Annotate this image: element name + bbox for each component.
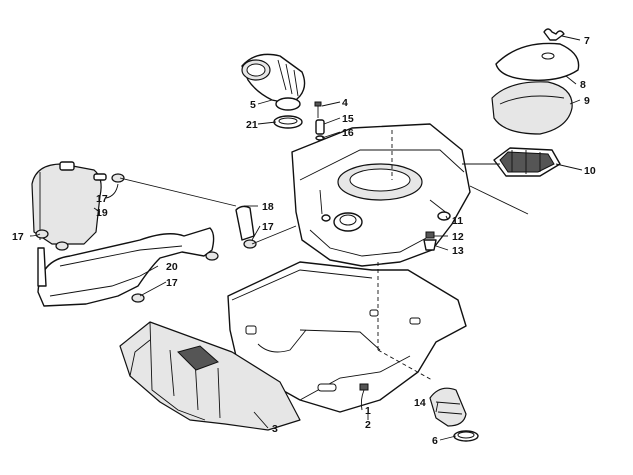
callout-18: 18 <box>262 201 274 213</box>
callout-17-c: 17 <box>262 221 274 233</box>
side-shield <box>119 321 301 431</box>
callout-13: 13 <box>452 245 464 257</box>
air-box <box>291 123 471 267</box>
callout-12: 12 <box>452 231 464 243</box>
callout-17-d: 17 <box>166 277 178 289</box>
filter-cover <box>495 42 580 81</box>
reservoir <box>31 161 107 245</box>
screw-2 <box>359 383 369 391</box>
lower-boot <box>429 387 479 442</box>
callout-11: 11 <box>452 215 463 227</box>
callout-15: 15 <box>342 113 354 125</box>
callout-4: 4 <box>342 97 348 109</box>
callout-6: 6 <box>432 435 438 447</box>
callout-7: 7 <box>584 35 590 47</box>
filter-element <box>491 81 573 135</box>
callout-3: 3 <box>272 423 278 435</box>
callout-19: 19 <box>96 207 108 219</box>
intake-boot <box>241 53 306 111</box>
callout-1: 1 <box>365 405 371 417</box>
callout-8: 8 <box>580 79 586 91</box>
clamp-21 <box>273 115 303 129</box>
wing-nut <box>543 28 565 41</box>
grommets <box>423 211 451 251</box>
callout-16: 16 <box>342 127 354 139</box>
screw-4 <box>314 101 322 118</box>
assembly-lines <box>119 130 529 381</box>
fitting-15 <box>315 119 325 141</box>
callout-10: 10 <box>584 165 596 177</box>
hoses <box>37 205 255 307</box>
filter-cage <box>493 147 561 177</box>
callout-9: 9 <box>584 95 590 107</box>
callout-20: 20 <box>166 261 178 273</box>
callout-21: 21 <box>246 119 258 131</box>
leaders <box>29 35 583 441</box>
callout-17-b: 17 <box>12 231 24 243</box>
callouts: 1 2 3 4 5 6 7 8 9 10 11 12 13 14 15 16 1… <box>12 35 596 447</box>
callout-14: 14 <box>414 397 426 409</box>
callout-5: 5 <box>250 99 256 111</box>
hose-clamps <box>35 173 257 303</box>
callout-17-a: 17 <box>96 193 108 205</box>
callout-2: 2 <box>365 419 371 431</box>
